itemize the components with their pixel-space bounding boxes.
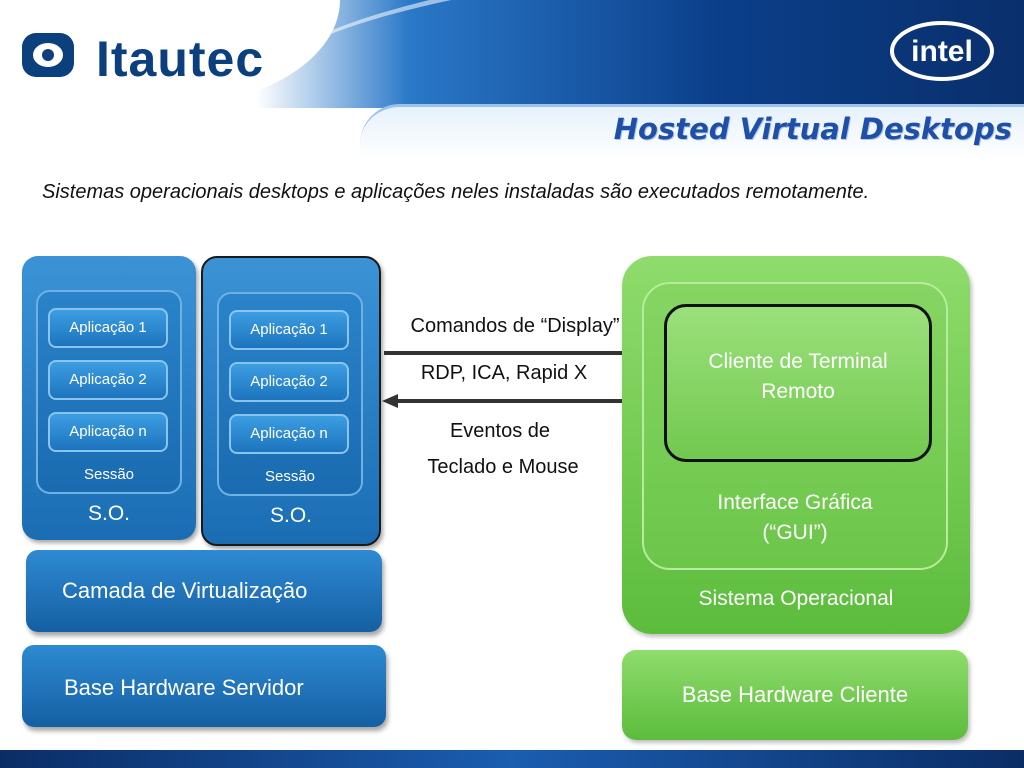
page-title: Hosted Virtual Desktops: [613, 112, 1012, 146]
vm-2-app-1: Aplicação 1: [229, 310, 349, 350]
intel-logo: intel: [890, 21, 994, 81]
vm-1: Aplicação 1 Aplicação 2 Aplicação n Sess…: [22, 256, 196, 540]
client-hardware-label: Base Hardware Cliente: [681, 682, 909, 707]
server-hardware-label: Base Hardware Servidor: [64, 675, 304, 700]
vm-1-app-n: Aplicação n: [48, 412, 168, 452]
virtualization-label: Camada de Virtualização: [62, 578, 308, 603]
input-events-label-1: Eventos de: [449, 420, 551, 442]
client-hardware: Base Hardware Cliente: [622, 650, 968, 740]
vm-2-app-n: Aplicação n: [229, 414, 349, 454]
client-os-box: Cliente de Terminal Remoto Interface Grá…: [622, 256, 970, 634]
client-gui-box: Cliente de Terminal Remoto Interface Grá…: [642, 282, 948, 570]
client-gui-label-2: (“GUI”): [762, 521, 828, 544]
vm-2-app-2: Aplicação 2: [229, 362, 349, 402]
vm-1-os-label: S.O.: [87, 502, 130, 525]
footer-bar: [0, 750, 1024, 768]
client-terminal-box: Cliente de Terminal Remoto: [664, 304, 932, 462]
display-commands-label: Comandos de “Display”: [410, 315, 620, 337]
vm-2-os-label: S.O.: [269, 504, 312, 527]
vm-1-app-2: Aplicação 2: [48, 360, 168, 400]
title-bar: [360, 104, 1024, 159]
client-gui-label-1: Interface Gráfica: [717, 491, 873, 514]
brand-logo-text: Itautec: [96, 31, 265, 87]
intel-logo-text: intel: [911, 35, 973, 68]
vm-1-app-1: Aplicação 1: [48, 308, 168, 348]
vm-1-session-label: Sessão: [83, 466, 135, 483]
protocols-label: RDP, ICA, Rapid X: [420, 362, 588, 384]
client-os-label: Sistema Operacional: [698, 587, 894, 610]
arrow-to-server-head: [382, 394, 398, 408]
brand-logo-icon: [22, 33, 74, 77]
brand-logo-eye: [33, 43, 63, 67]
brand-logo-pupil: [42, 49, 54, 61]
vm-2-session-label: Sessão: [264, 468, 316, 485]
input-events-label-2: Teclado e Mouse: [427, 456, 579, 478]
vm-1-session-box: Aplicação 1 Aplicação 2 Aplicação n Sess…: [36, 290, 182, 494]
intro-text: Sistemas operacionais desktops e aplicaç…: [42, 181, 870, 203]
brand-logo-area: Itautec: [0, 0, 340, 108]
virtualization-layer: Camada de Virtualização: [26, 550, 382, 632]
server-hardware: Base Hardware Servidor: [22, 645, 386, 727]
vm-2-session-box: Aplicação 1 Aplicação 2 Aplicação n Sess…: [217, 292, 363, 496]
vm-2: Aplicação 1 Aplicação 2 Aplicação n Sess…: [201, 256, 381, 546]
client-terminal-label: Cliente de Terminal Remoto: [708, 350, 888, 403]
